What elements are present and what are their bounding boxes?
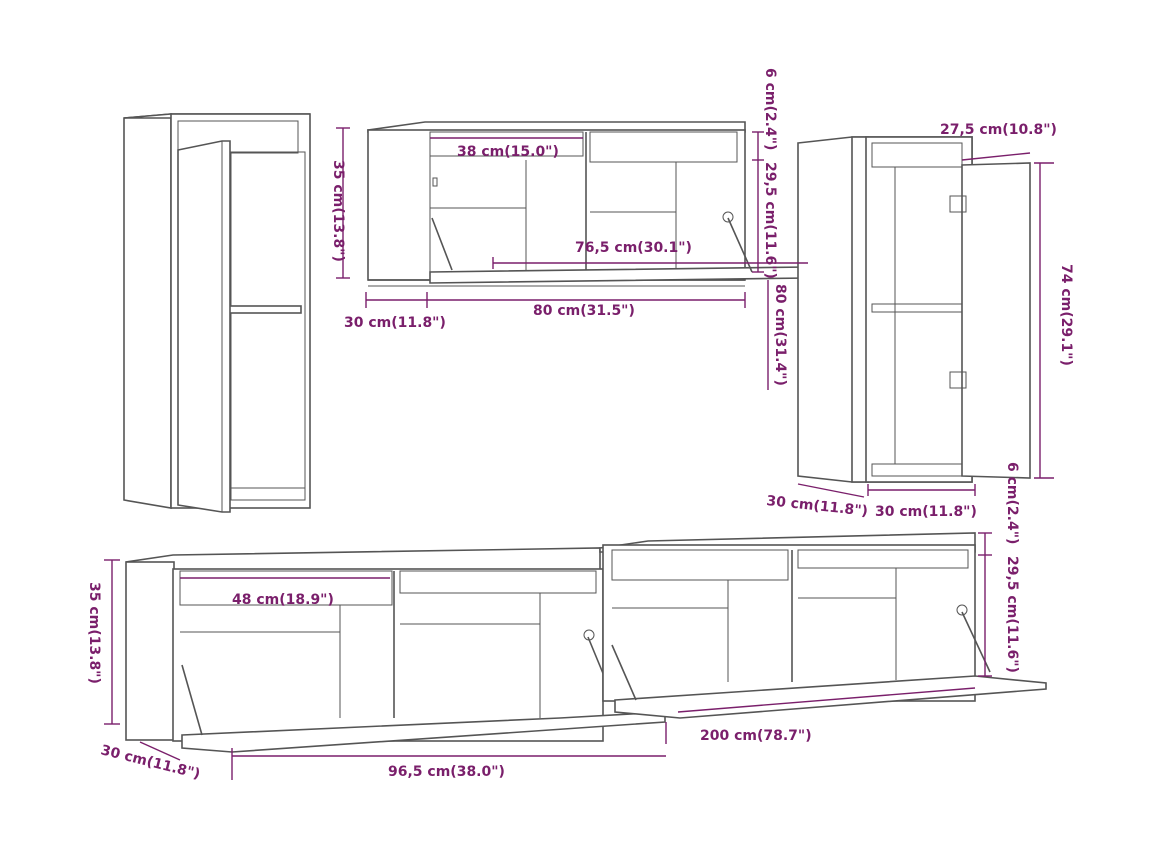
wall-cabinet xyxy=(367,121,809,287)
label-tall-width-right: 80 cm(31.4") xyxy=(772,284,788,386)
tv-cabinet-right xyxy=(599,532,1047,719)
dimension-lines xyxy=(104,127,1054,780)
label-tall-depth: 30 cm(11.8") xyxy=(766,493,869,520)
label-wall-top-gap: 6 cm(2.4") xyxy=(762,68,778,150)
tv-cabinet-left xyxy=(125,547,666,753)
label-tv-unit-width: 96,5 cm(38.0") xyxy=(388,764,505,780)
label-wall-inner-width: 76,5 cm(30.1") xyxy=(575,240,692,256)
label-tall-door-depth: 27,5 cm(10.8") xyxy=(940,122,1057,138)
label-wall-shelf-depth: 38 cm(15.0") xyxy=(457,144,559,160)
label-tall-width: 30 cm(11.8") xyxy=(875,504,977,520)
label-tall-height: 74 cm(29.1") xyxy=(1058,264,1074,366)
tall-cabinet-left xyxy=(123,113,311,513)
label-tv-height: 35 cm(13.8") xyxy=(86,582,102,684)
label-wall-width: 80 cm(31.5") xyxy=(533,303,635,319)
label-wall-inner-height: 29,5 cm(11.6") xyxy=(762,162,778,279)
label-tv-total-width: 200 cm(78.7") xyxy=(700,728,812,744)
dimension-labels: 38 cm(15.0") 35 cm(13.8") 76,5 cm(30.1")… xyxy=(86,68,1074,783)
label-wall-depth: 30 cm(11.8") xyxy=(344,315,446,331)
tall-cabinet-right xyxy=(797,136,1031,483)
label-wall-height: 35 cm(13.8") xyxy=(330,160,346,262)
label-tv-shelf-depth: 48 cm(18.9") xyxy=(232,592,334,608)
label-tv-inner-height: 29,5 cm(11.6") xyxy=(1004,556,1020,673)
label-tv-top-gap: 6 cm(2.4") xyxy=(1004,462,1020,544)
